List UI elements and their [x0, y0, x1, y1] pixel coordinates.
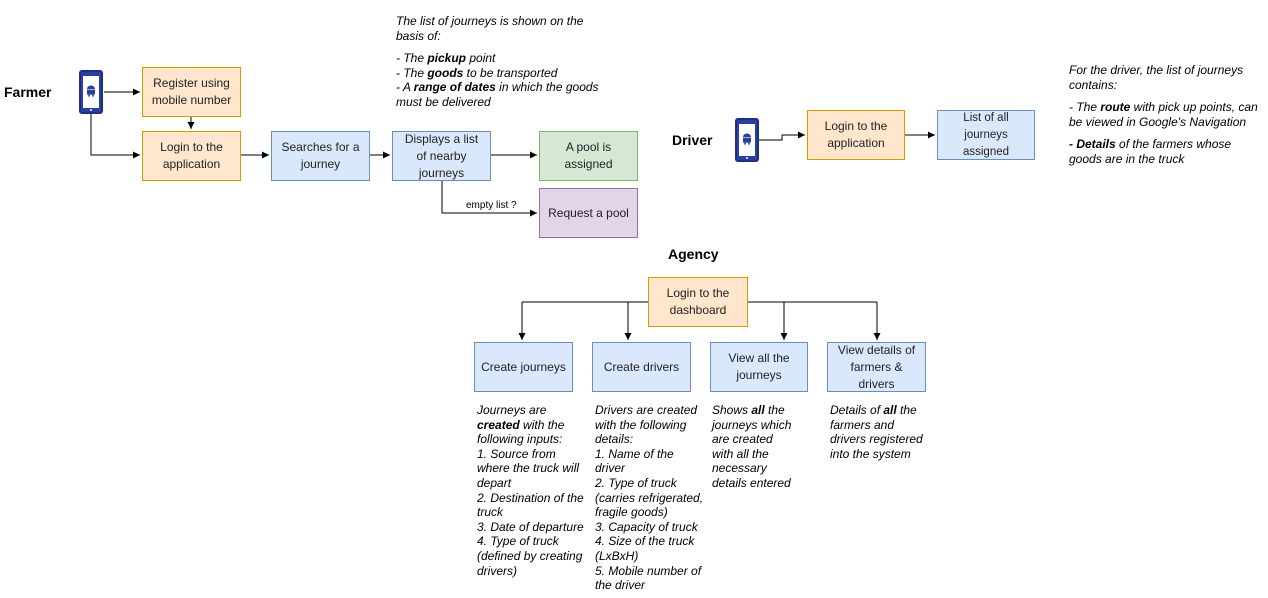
create-drivers-note: Drivers are created with the following d…	[595, 403, 707, 593]
view-details-box[interactable]: View details of farmers & drivers	[827, 342, 926, 392]
note-item: 1. Name of the driver	[595, 446, 674, 476]
android-robot-icon	[743, 133, 751, 145]
display-journeys-box[interactable]: Displays a list of nearby journeys	[392, 131, 491, 181]
note-bullet: - The pickup point	[396, 51, 496, 66]
create-drivers-box[interactable]: Create drivers	[592, 342, 691, 392]
note-item: 3. Capacity of truck	[595, 519, 698, 534]
pool-assigned-box[interactable]: A pool is assigned	[539, 131, 638, 181]
note-bullet: - The route with pick up points, can be …	[1069, 100, 1258, 129]
note-bullet: - A range of dates in which the goods mu…	[396, 80, 599, 109]
driver-journeys-list-box[interactable]: List of all journeys assigned	[937, 110, 1035, 160]
driver-label: Driver	[672, 132, 713, 148]
driver-list-note: For the driver, the list of journeys con…	[1069, 63, 1265, 167]
note-line: Drivers are created with the following d…	[595, 403, 698, 447]
agency-login-box[interactable]: Login to the dashboard	[648, 277, 748, 327]
note-line: For the driver, the list of journeys con…	[1069, 63, 1244, 92]
note-line: Journeys are created with the following …	[477, 403, 565, 447]
create-journeys-box[interactable]: Create journeys	[474, 342, 573, 392]
view-journeys-box[interactable]: View all the journeys	[710, 342, 808, 392]
create-journeys-note: Journeys are created with the following …	[477, 403, 585, 578]
view-journeys-note: Shows all the journeys which are created…	[712, 403, 792, 491]
arrow-driver-phone-to-login	[759, 131, 805, 141]
agency-label: Agency	[668, 246, 719, 262]
note-item: 3. Date of departure	[477, 519, 584, 534]
note-item: 4. Type of truck (defined by creating dr…	[477, 534, 583, 578]
note-item: 2. Type of truck (carries refrigerated, …	[595, 475, 704, 520]
journey-list-note: The list of journeys is shown on the bas…	[396, 14, 601, 110]
android-phone-icon	[735, 118, 759, 162]
farmer-label: Farmer	[4, 84, 52, 100]
note-line: Shows all the journeys which are created…	[712, 403, 792, 490]
note-item: 4. Size of the truck (LxBxH)	[595, 534, 695, 563]
android-robot-icon	[87, 85, 95, 97]
note-line: The list of journeys is shown on the bas…	[396, 14, 584, 43]
android-phone-icon	[79, 70, 103, 114]
view-details-note: Details of all the farmers and drivers r…	[830, 403, 930, 461]
arrow-display-to-request	[441, 181, 537, 217]
note-item: 1. Source from where the truck will depa…	[477, 446, 580, 490]
arrow-phone-to-login	[90, 113, 140, 159]
note-item: 5. Mobile number of the driver	[595, 563, 702, 593]
note-line: Details of all the farmers and drivers r…	[830, 403, 923, 461]
search-journey-box[interactable]: Searches for a journey	[271, 131, 370, 181]
request-pool-box[interactable]: Request a pool	[539, 188, 638, 238]
register-box[interactable]: Register using mobile number	[142, 67, 241, 117]
note-bullet: - The goods to be transported	[396, 65, 558, 80]
empty-list-edge-label: empty list ?	[466, 200, 517, 211]
farmer-login-box[interactable]: Login to the application	[142, 131, 241, 181]
driver-login-box[interactable]: Login to the application	[807, 110, 905, 160]
note-bullet: - Details of the farmers whose goods are…	[1069, 137, 1232, 166]
note-item: 2. Destination of the truck	[477, 490, 584, 520]
